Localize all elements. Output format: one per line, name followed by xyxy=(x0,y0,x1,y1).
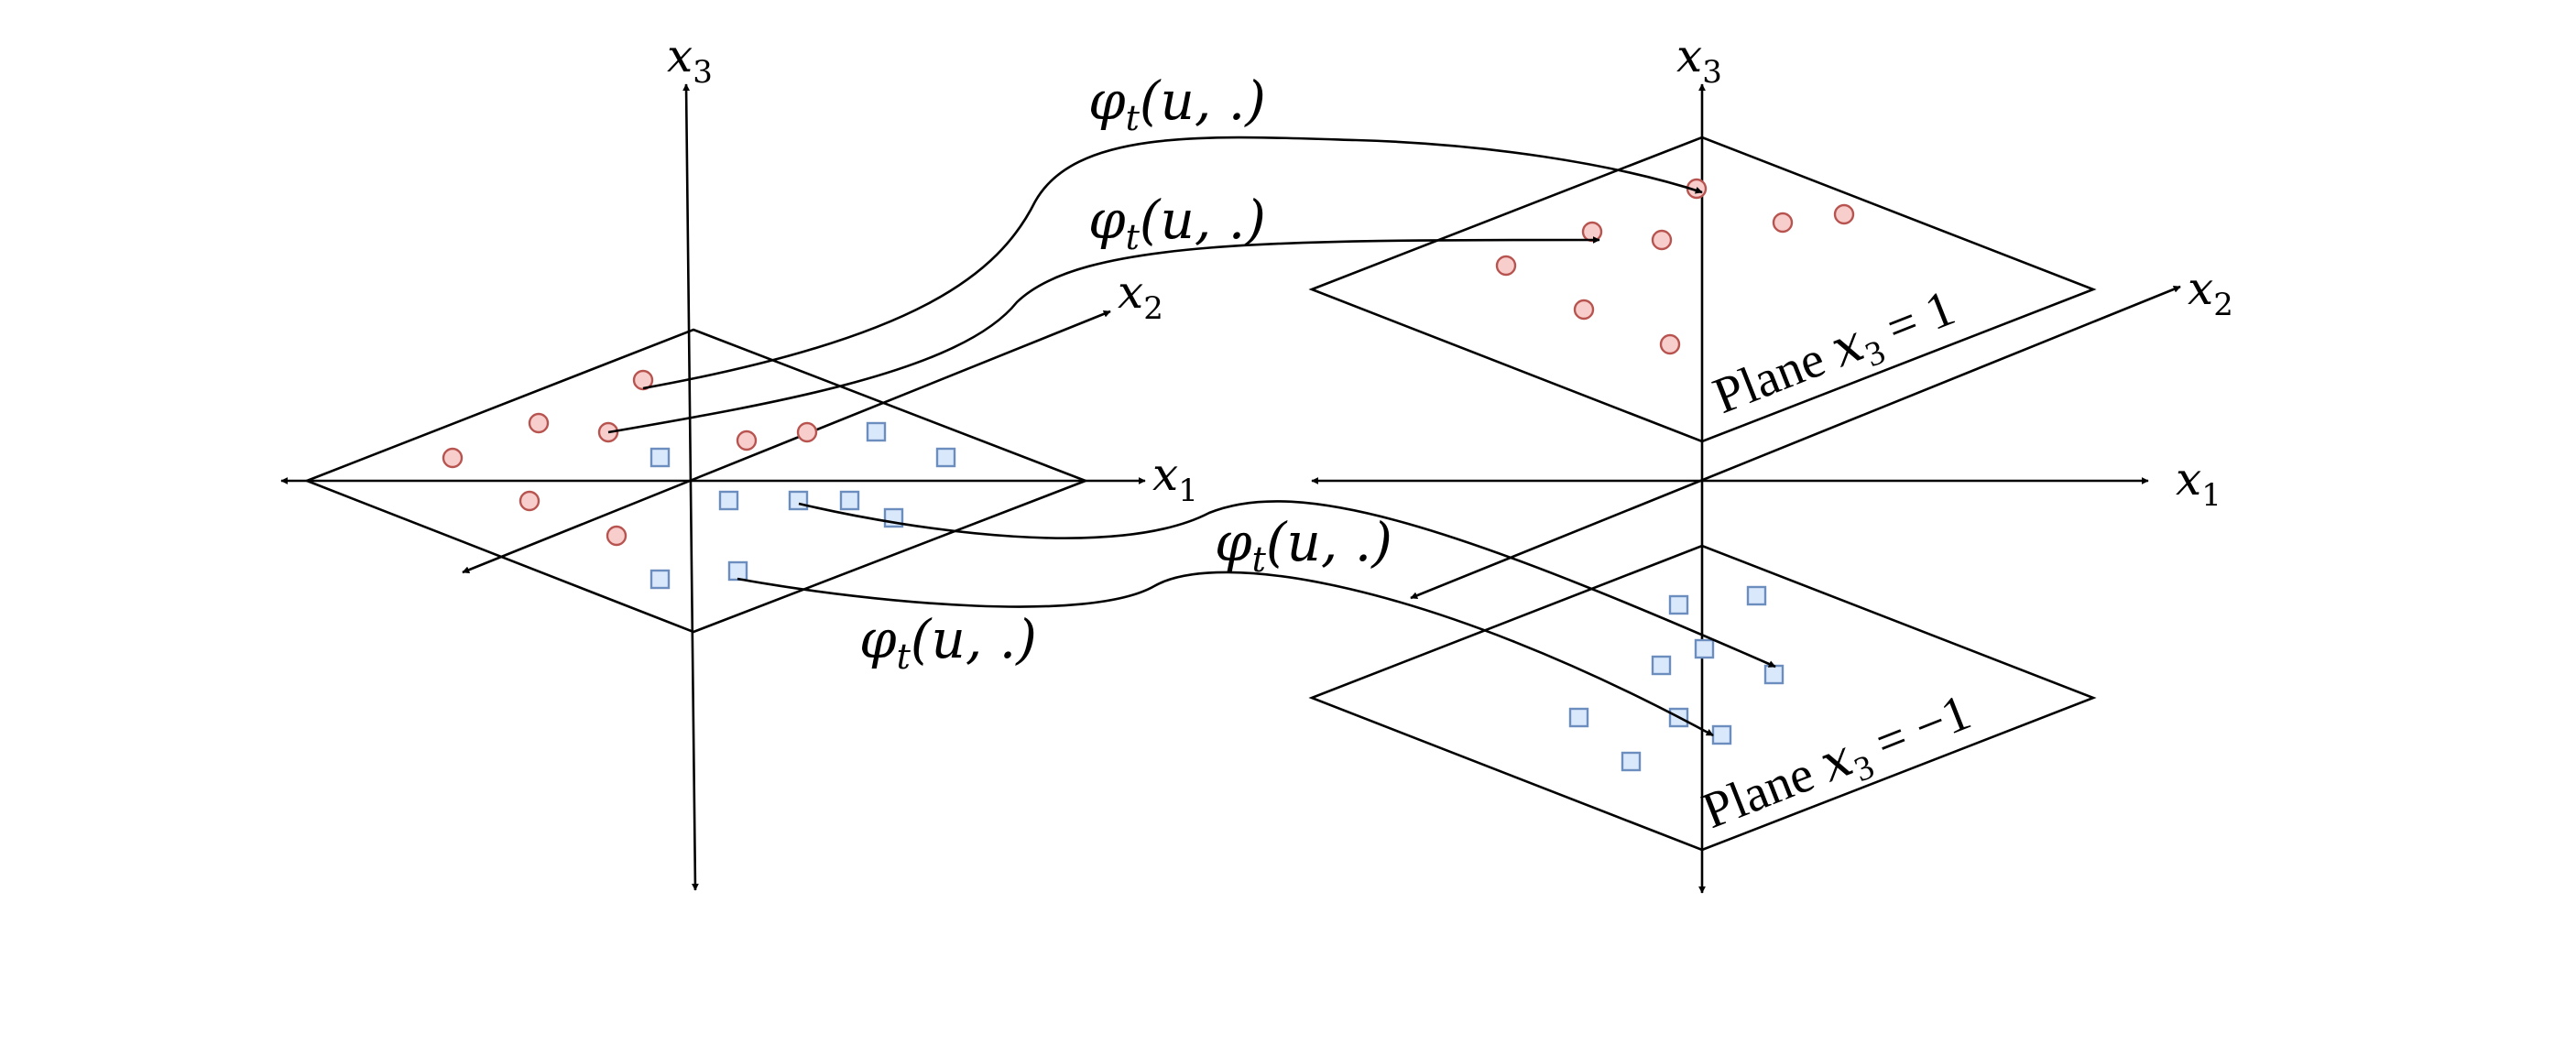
mapping-arrow-1 xyxy=(642,136,1703,390)
red-point xyxy=(518,490,540,512)
red-point xyxy=(442,447,464,469)
blue-point xyxy=(1746,585,1767,606)
blue-point xyxy=(727,560,748,582)
mapping-label-2: φt(u, .) xyxy=(1088,189,1266,257)
red-point xyxy=(1833,203,1855,225)
left-red-points xyxy=(442,369,818,547)
mapping-label-1: φt(u, .) xyxy=(1088,70,1266,138)
right-x1-label: x1 xyxy=(2176,452,2221,514)
blue-point xyxy=(718,490,739,511)
blue-point xyxy=(839,490,860,511)
left-x3-label: x3 xyxy=(667,29,713,91)
blue-point xyxy=(1763,664,1785,685)
lower-plane-label: Plane x3 = −1 xyxy=(1694,682,1981,847)
mapping-label-3: φt(u, .) xyxy=(1215,511,1392,580)
red-point xyxy=(606,525,628,547)
red-point xyxy=(1651,229,1673,251)
blue-point xyxy=(1621,751,1642,772)
blue-point xyxy=(1694,638,1715,659)
left-x3-axis xyxy=(682,83,699,891)
right-x3-label: x3 xyxy=(1676,29,1722,91)
blue-point xyxy=(1668,594,1689,615)
blue-point xyxy=(1651,655,1672,676)
left-coordinate-system: x3 x2 x1 xyxy=(280,29,1198,891)
red-point xyxy=(1495,255,1517,277)
mapping-arrows: φt(u, .) φt(u, .) φt(u, .) φt(u, .) xyxy=(607,70,1776,737)
right-x2-axis xyxy=(1410,285,2181,600)
red-point xyxy=(1581,221,1603,243)
right-coordinate-system: x3 x2 x1 Plane x3 = 1 Plane x3 = −1 xyxy=(1308,29,2233,894)
blue-point xyxy=(1568,707,1589,728)
red-point xyxy=(736,430,758,451)
blue-point xyxy=(649,447,671,468)
right-x2-label: x2 xyxy=(2188,262,2233,323)
mapping-arrow-3 xyxy=(798,500,1776,669)
mapping-label-4: φt(u, .) xyxy=(859,608,1037,677)
red-point xyxy=(1659,333,1681,355)
red-point xyxy=(1772,212,1794,234)
blue-point xyxy=(788,490,809,511)
blue-point xyxy=(935,447,956,468)
blue-point xyxy=(649,569,671,590)
left-blue-points xyxy=(649,421,956,590)
red-point xyxy=(796,421,818,443)
red-point xyxy=(528,412,550,434)
red-point xyxy=(632,369,654,391)
mapping-arrow-2 xyxy=(607,236,1600,434)
red-point xyxy=(1573,299,1595,321)
left-x2-label: x2 xyxy=(1118,266,1163,327)
mapping-arrow-4 xyxy=(737,571,1714,737)
blue-point xyxy=(1711,724,1732,745)
upper-red-points xyxy=(1495,178,1855,355)
left-x2-axis xyxy=(462,310,1111,574)
left-x1-label: x1 xyxy=(1152,448,1198,509)
blue-point xyxy=(866,421,887,442)
